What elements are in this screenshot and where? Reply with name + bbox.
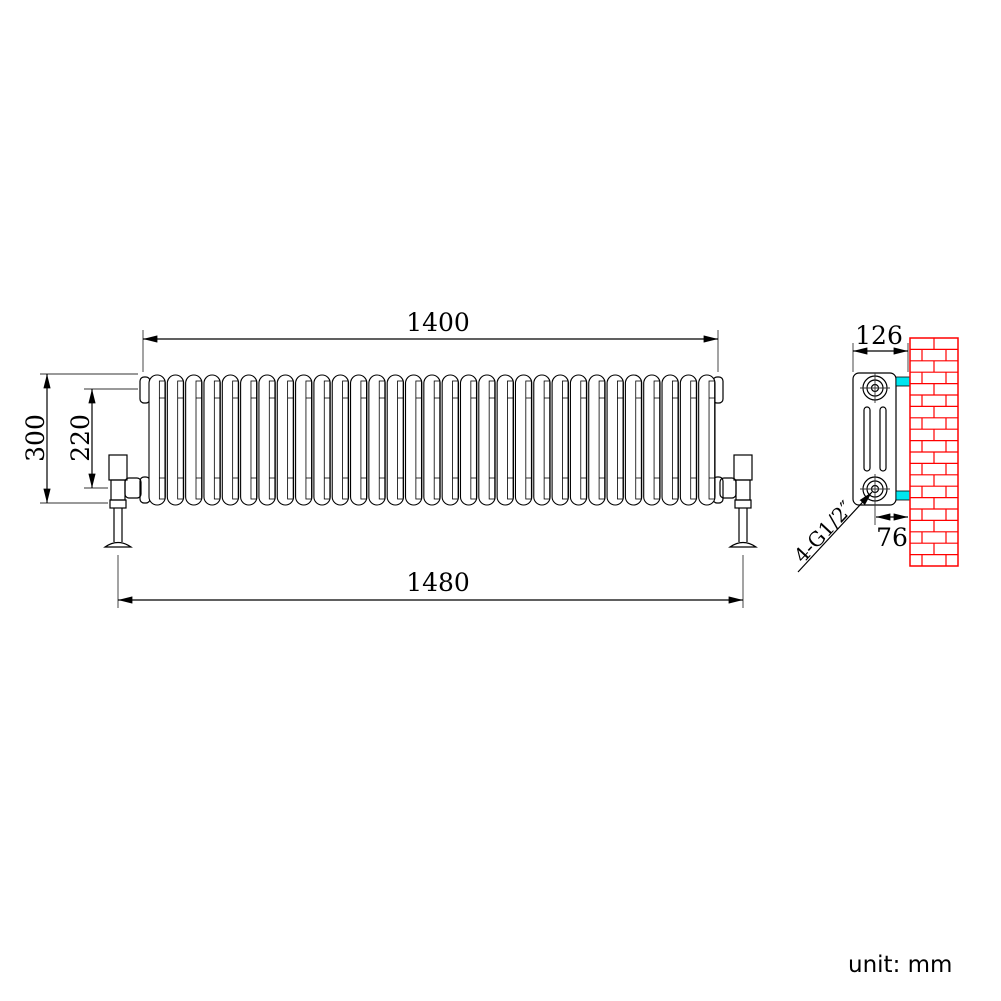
dimension-label-220: 220 (66, 414, 95, 462)
radiator-section (478, 374, 496, 506)
radiator-section (679, 374, 698, 506)
radiator-section (349, 374, 368, 506)
side-view: 126 76 4-G1/2″ (789, 321, 959, 573)
radiator-sections (139, 374, 724, 506)
right-valve (719, 454, 758, 548)
dimension-1400: 1400 (142, 308, 719, 372)
radiator-section (331, 374, 350, 506)
unit-label: unit: mm (848, 952, 953, 978)
brick-wall (909, 337, 959, 567)
wall-bracket-bottom (895, 490, 911, 501)
radiator-section (459, 374, 478, 506)
dimension-label-126: 126 (855, 321, 903, 350)
radiator-section (240, 374, 258, 506)
top-connection (860, 373, 890, 403)
radiator-section (643, 374, 661, 506)
radiator-section (533, 374, 551, 506)
front-view: 1400 1480 300 220 (21, 308, 758, 608)
radiator-section (404, 374, 423, 506)
radiator-section (276, 374, 295, 506)
dimension-76: 76 (876, 513, 908, 552)
radiator-section (569, 374, 588, 506)
radiator-section (258, 374, 276, 506)
dimension-label-300: 300 (21, 414, 50, 462)
radiator-section (624, 374, 643, 506)
radiator-section (313, 374, 331, 506)
radiator-section (368, 374, 386, 506)
radiator-section (203, 374, 221, 506)
connection-size-label: 4-G1/2″ (789, 496, 858, 567)
radiator-section (166, 374, 185, 506)
radiator-section (148, 374, 166, 506)
radiator-section (423, 374, 441, 506)
radiator-section (514, 374, 533, 506)
wall-bracket-top (895, 376, 911, 387)
dimension-220: 220 (66, 388, 138, 489)
radiator-section (496, 374, 515, 506)
left-valve (103, 454, 142, 548)
radiator-side-profile (852, 372, 897, 506)
dimension-label-1400: 1400 (406, 308, 470, 337)
connection-leader: 4-G1/2″ (789, 491, 873, 573)
radiator-section (588, 374, 606, 506)
dimension-300: 300 (21, 373, 138, 504)
radiator-section (698, 374, 716, 506)
radiator-section (185, 374, 203, 506)
radiator-section (386, 374, 405, 506)
radiator-section (295, 374, 313, 506)
radiator-section (661, 374, 679, 506)
bottom-connection (860, 474, 890, 525)
dimension-label-1480: 1480 (406, 568, 470, 597)
radiator-section (221, 374, 240, 506)
dimension-126: 126 (852, 321, 909, 372)
radiator-section (551, 374, 569, 506)
radiator-section (606, 374, 624, 506)
dimension-1480: 1480 (117, 555, 744, 608)
dimension-label-76: 76 (876, 523, 908, 552)
radiator-section (441, 374, 460, 506)
